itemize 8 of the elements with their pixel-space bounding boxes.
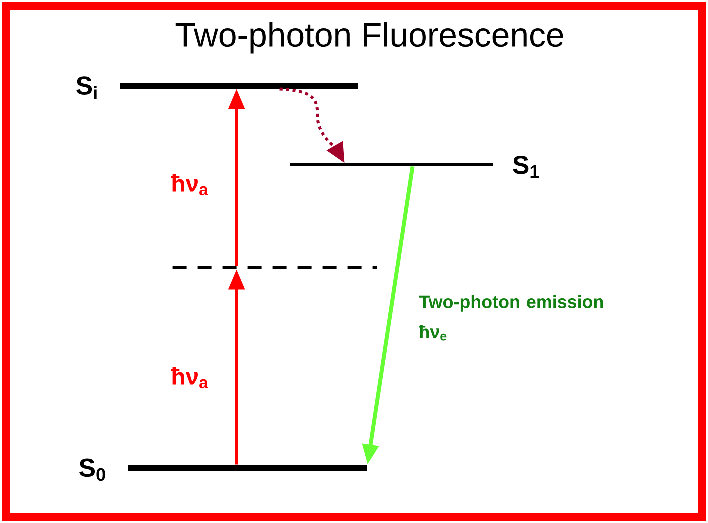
level-label: S$_{1}$: [513, 156, 540, 178]
edge-label: ħν$_{a}$: [171, 367, 208, 389]
title: Two-photon Fluorescence: [176, 22, 564, 54]
virtual-level-line: [172, 266, 378, 270]
edge-label: ħν$_{a}$: [171, 174, 208, 196]
edge-label: Two-photon emission ħν$_{e}$: [419, 295, 604, 341]
level-label: S$_{i}$: [76, 76, 97, 100]
level-label: S$_{0}$: [80, 458, 106, 482]
